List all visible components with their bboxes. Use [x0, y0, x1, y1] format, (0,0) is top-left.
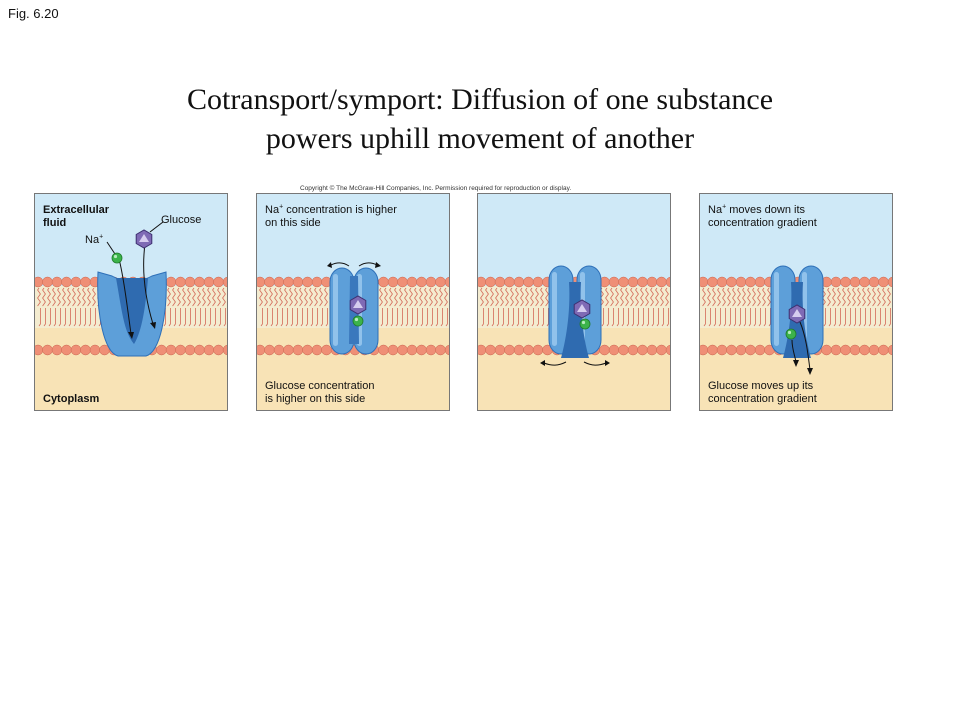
glucose-molecule	[135, 229, 153, 249]
glucose-pointer-line	[149, 221, 164, 233]
cytoplasm-label: Cytoplasm	[43, 393, 100, 405]
glucose-label: Glucose	[161, 214, 202, 226]
glucose-concentration-note: Glucose concentration is higher on this …	[265, 380, 375, 405]
panel-1-illustration	[35, 194, 227, 410]
panel-3-conformation-change	[477, 193, 671, 411]
glucose-path-arrow	[143, 243, 156, 329]
binding-cleft	[116, 278, 148, 344]
glucose-molecule	[349, 295, 367, 315]
title-line-2: powers uphill movement of another	[265, 122, 695, 155]
glucose-exit-arrow	[799, 321, 813, 375]
binding-cleft	[561, 282, 589, 358]
open-arrow-left	[540, 360, 567, 366]
sodium-ion	[111, 252, 123, 264]
figure-label: Fig. 6.20	[8, 6, 59, 21]
sodium-concentration-note: Na+ concentration is higher on this side	[265, 203, 397, 229]
close-arrow-left	[327, 262, 350, 268]
glucose-gradient-note: Glucose moves up its concentration gradi…	[708, 380, 817, 405]
sodium-label: Na+	[85, 233, 104, 246]
panel-1-open-outside: Extracellular fluid Na+ Glucose Cytoplas…	[34, 193, 228, 411]
sodium-exit-arrow	[791, 339, 799, 367]
panel-2-illustration	[257, 194, 449, 410]
sodium-ion	[579, 318, 591, 330]
sodium-gradient-note: Na+ moves down its concentration gradien…	[708, 203, 817, 229]
panel-2-bound: Na+ concentration is higher on this side…	[256, 193, 450, 411]
close-arrow-right	[358, 262, 381, 268]
sodium-path-arrow	[118, 258, 134, 339]
title-line-1: Cotransport/symport: Diffusion of one su…	[186, 83, 774, 116]
panel-4-illustration	[700, 194, 892, 410]
open-arrow-right	[583, 360, 610, 366]
panel-4-release: Na+ moves down its concentration gradien…	[699, 193, 893, 411]
transporter-left-subunit	[329, 267, 355, 355]
copyright-notice: Copyright © The McGraw-Hill Companies, I…	[300, 185, 572, 192]
panel-3-illustration	[478, 194, 670, 410]
sodium-ion	[352, 315, 364, 327]
glucose-molecule	[788, 304, 806, 324]
figure-title: Cotransport/symport: Diffusion of one su…	[0, 80, 960, 158]
sodium-pointer-line	[106, 241, 116, 255]
sodium-ion	[785, 328, 797, 340]
glucose-molecule	[573, 299, 591, 319]
extracellular-fluid-label: Extracellular fluid	[43, 204, 110, 229]
